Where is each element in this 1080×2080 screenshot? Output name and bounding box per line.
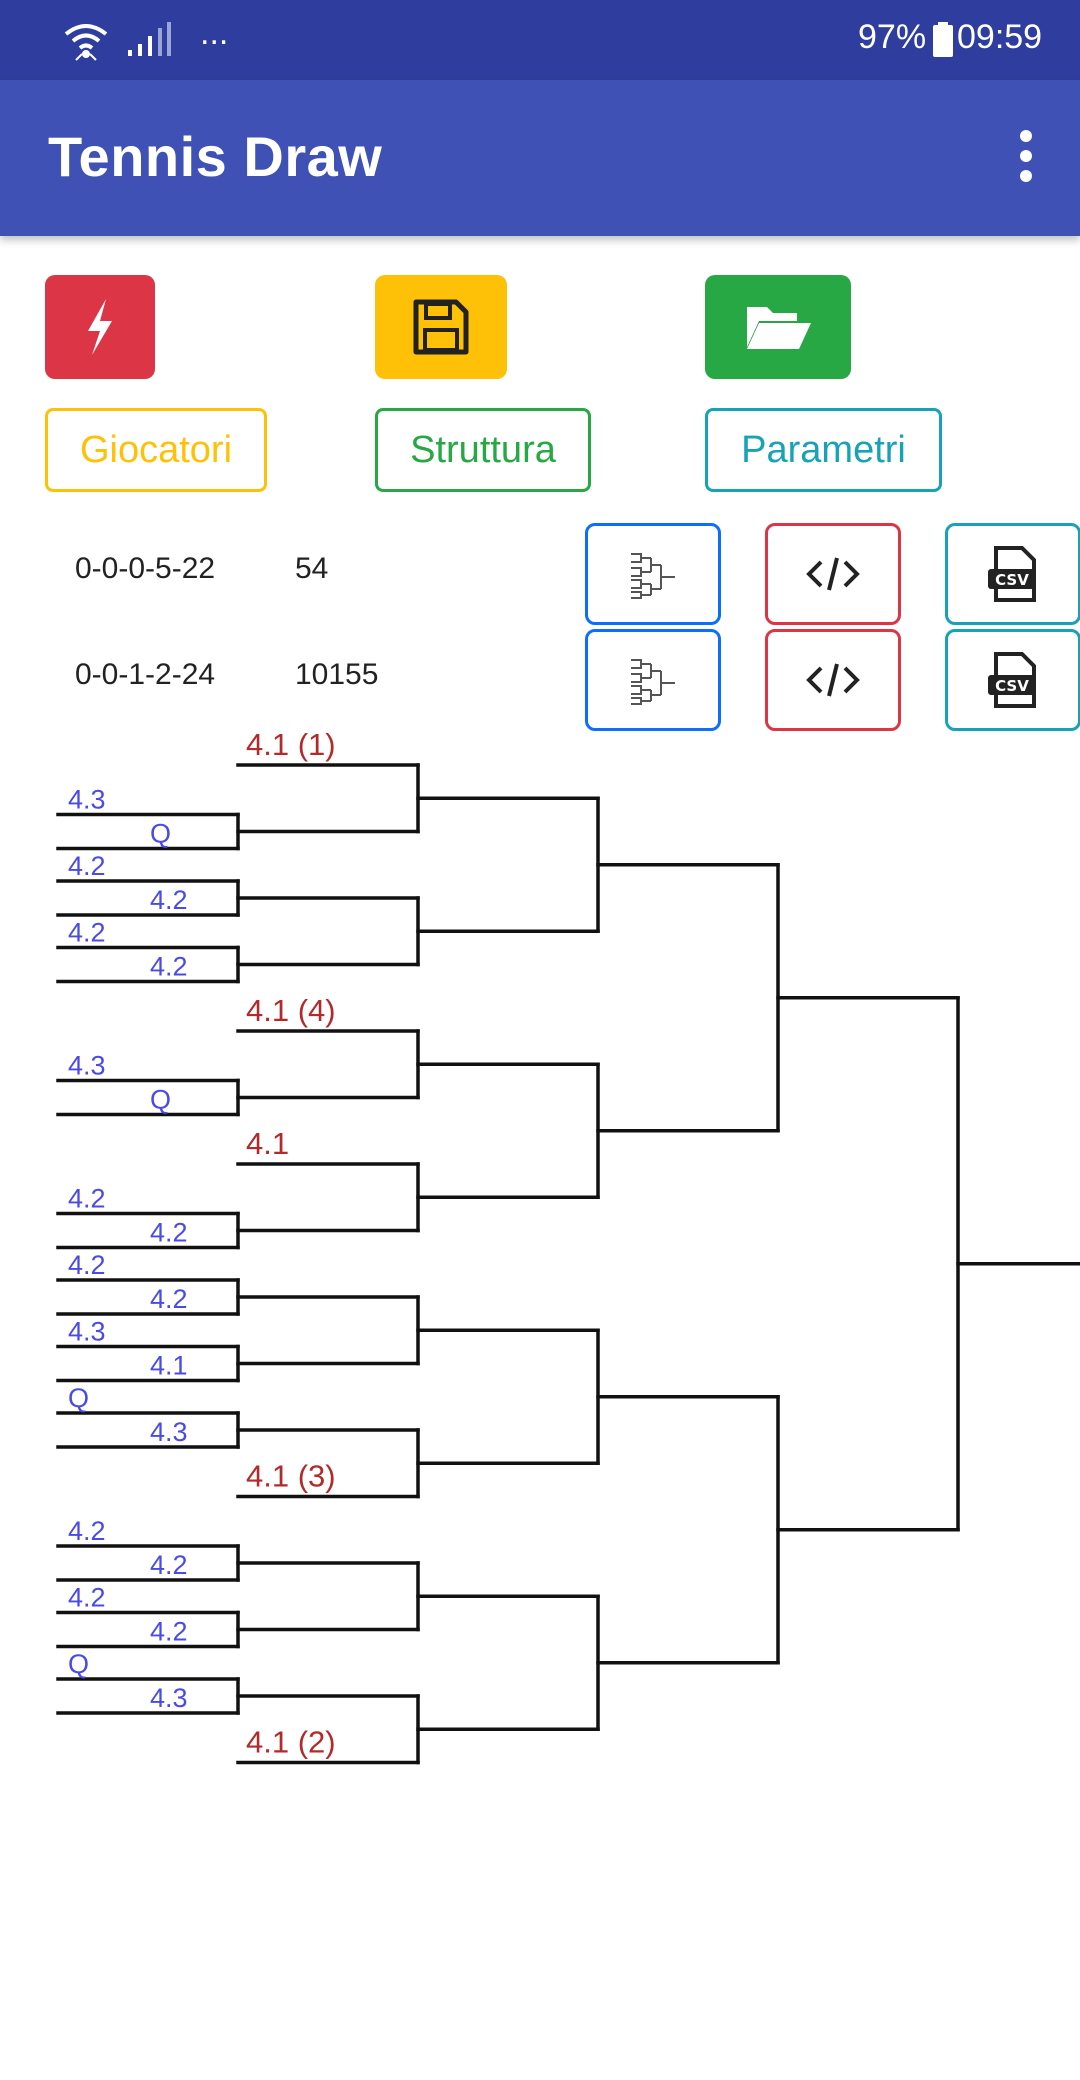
- draw-value-1: 54: [295, 552, 329, 585]
- app-title: Tennis Draw: [48, 125, 383, 188]
- player-label: Q: [68, 1383, 89, 1413]
- export-csv-button-2[interactable]: CSV: [945, 629, 1080, 731]
- player-label: 4.3: [150, 1683, 188, 1713]
- floppy-disk-icon: [413, 299, 469, 355]
- clock: 09:59: [957, 18, 1043, 56]
- wifi-icon: [64, 24, 108, 61]
- export-csv-button-1[interactable]: CSV: [945, 523, 1080, 625]
- player-label: 4.2: [150, 1617, 188, 1647]
- code-icon: [806, 557, 860, 591]
- tab-giocatori[interactable]: Giocatori: [45, 408, 267, 492]
- view-bracket-button-1[interactable]: [585, 523, 721, 625]
- save-button[interactable]: [375, 275, 507, 379]
- player-label: 4.2: [150, 1218, 188, 1248]
- app-bar: Tennis Draw: [0, 80, 1080, 236]
- player-label: 4.3: [68, 785, 106, 815]
- csv-file-icon: CSV: [988, 652, 1036, 708]
- player-label: 4.3: [68, 1317, 106, 1347]
- status-bar: ... 97% 09:59: [0, 0, 1080, 80]
- player-label: 4.2: [150, 1284, 188, 1314]
- open-button[interactable]: [705, 275, 851, 379]
- tab-parametri[interactable]: Parametri: [705, 408, 942, 492]
- seed-label: 4.1 (4): [246, 993, 336, 1028]
- seed-label: 4.1: [246, 1126, 289, 1161]
- seed-label: 4.1 (1): [246, 727, 336, 762]
- player-label: Q: [150, 1085, 171, 1115]
- player-label: Q: [150, 819, 171, 849]
- seed-label: 4.1 (2): [246, 1725, 336, 1760]
- bracket-icon: [631, 659, 675, 705]
- draw-value-2: 10155: [295, 658, 379, 691]
- draw-code-2: 0-0-1-2-24: [75, 658, 216, 691]
- signal-icon: [128, 22, 171, 56]
- view-html-button-1[interactable]: [765, 523, 901, 625]
- player-label: Q: [68, 1649, 89, 1679]
- status-dots: ...: [200, 14, 229, 52]
- draw-code-1: 0-0-0-5-22: [75, 552, 216, 585]
- view-html-button-2[interactable]: [765, 629, 901, 731]
- draw-bracket: 4.1 (1)4.3Q4.24.24.24.24.1 (4)4.3Q4.14.2…: [56, 727, 1080, 1765]
- view-bracket-button-2[interactable]: [585, 629, 721, 731]
- more-options-icon[interactable]: [1016, 130, 1036, 186]
- seed-label: 4.1 (3): [246, 1459, 336, 1494]
- lightning-icon: [88, 299, 112, 355]
- generate-button[interactable]: [45, 275, 155, 379]
- battery-percent: 97%: [858, 18, 927, 56]
- tab-struttura[interactable]: Struttura: [375, 408, 591, 492]
- player-label: 4.2: [68, 1583, 106, 1613]
- player-label: 4.2: [68, 851, 106, 881]
- player-label: 4.2: [150, 1550, 188, 1580]
- csv-file-icon: CSV: [988, 546, 1036, 602]
- player-label: 4.3: [150, 1417, 188, 1447]
- player-label: 4.2: [150, 952, 188, 982]
- folder-open-icon: [747, 307, 811, 349]
- svg-text:CSV: CSV: [995, 677, 1029, 695]
- player-label: 4.3: [68, 1051, 106, 1081]
- battery-icon: [933, 22, 953, 57]
- player-label: 4.2: [150, 885, 188, 915]
- svg-text:CSV: CSV: [995, 571, 1029, 589]
- player-label: 4.2: [68, 1516, 106, 1546]
- player-label: 4.2: [68, 1250, 106, 1280]
- player-label: 4.2: [68, 918, 106, 948]
- player-label: 4.2: [68, 1184, 106, 1214]
- player-label: 4.1: [150, 1351, 188, 1381]
- bracket-icon: [631, 553, 675, 599]
- code-icon: [806, 663, 860, 697]
